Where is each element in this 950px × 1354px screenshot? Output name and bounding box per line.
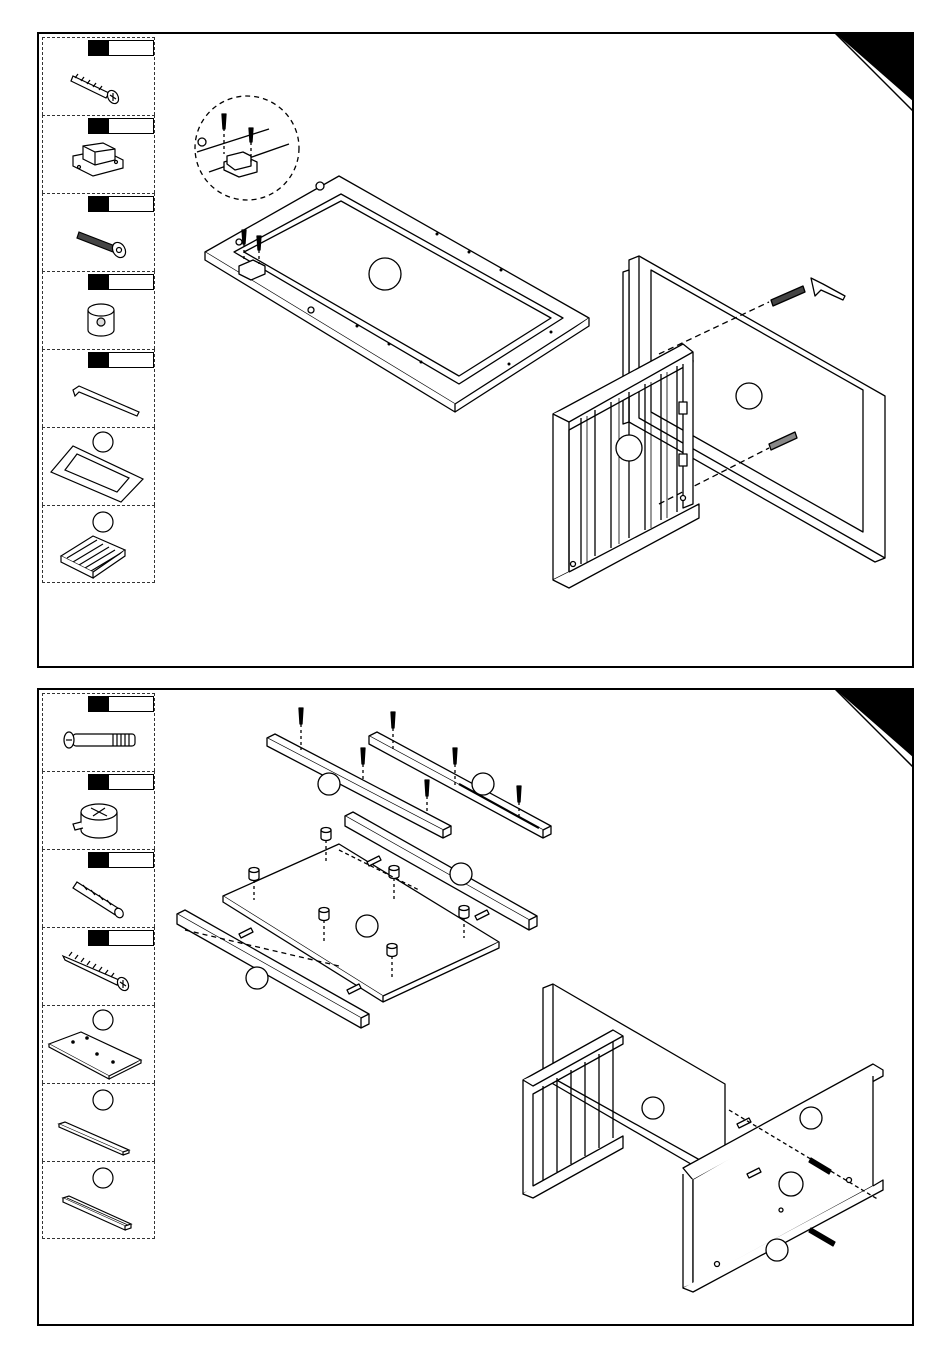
step-1-assembly-diagram bbox=[39, 34, 916, 670]
step-1-panel bbox=[37, 32, 914, 668]
step-2-assembly-diagram bbox=[39, 690, 916, 1328]
step-2-panel bbox=[37, 688, 914, 1326]
grooved-rail-part bbox=[369, 732, 551, 830]
